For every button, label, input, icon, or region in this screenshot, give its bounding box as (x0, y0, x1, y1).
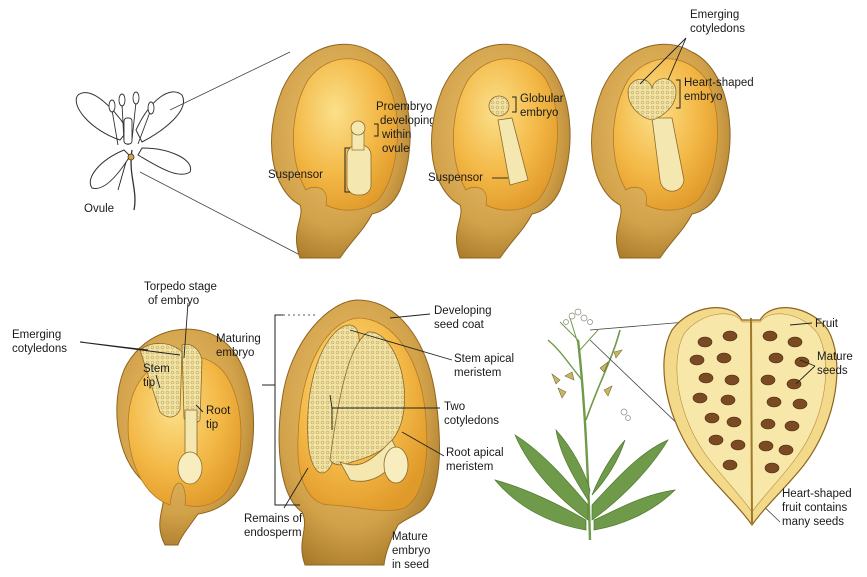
emerging-cot-bottom-label: Emerging cotyledons (12, 329, 67, 355)
ovule-label: Ovule (84, 203, 114, 215)
emerging-cot-top-label: Emerging cotyledons (690, 9, 745, 35)
ovule-torpedo (117, 329, 254, 545)
zoom-line-bottom (140, 172, 300, 255)
suspensor-label-1: Suspensor (268, 169, 323, 181)
stem-meristem-label: Stem apical meristem (454, 353, 517, 379)
two-cot-label: Two cotyledons (444, 401, 499, 427)
zoom-line-top (170, 52, 290, 110)
heart-fruit-label: Heart-shaped fruit contains many seeds (782, 488, 855, 528)
endosperm-label: Remains of endosperm (244, 513, 305, 539)
flower-illustration (76, 92, 190, 210)
seed-coat-label: Developing seed coat (434, 305, 495, 331)
torpedo-label: Torpedo stage of embryo (144, 281, 220, 307)
ovule-globular (432, 44, 571, 258)
mature-seed (279, 300, 439, 565)
suspensor-label-2: Suspensor (428, 172, 483, 184)
fruit-label: Fruit (815, 318, 839, 330)
plant-illustration (495, 309, 675, 540)
root-meristem-label: Root apical meristem (446, 447, 507, 473)
mature-embryo-label: Mature embryo in seed (392, 531, 434, 571)
